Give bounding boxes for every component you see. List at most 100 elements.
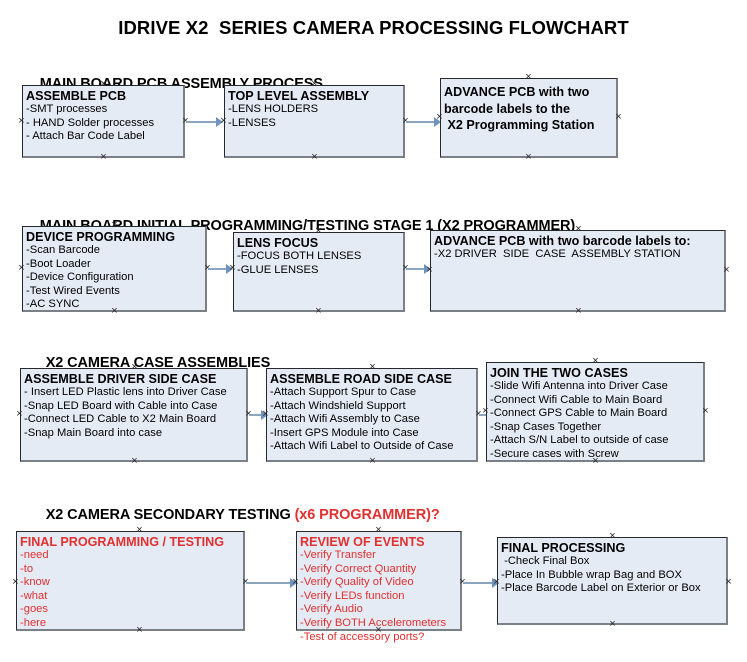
page-title: IDRIVE X2 SERIES CAMERA PROCESSING FLOWC… (118, 17, 629, 38)
box-body: ASSEMBLE DRIVER SIDE CASE - Insert LED P… (21, 369, 246, 440)
connector-arrow (246, 582, 292, 584)
box-join-the-two-cases[interactable]: JOIN THE TWO CASES -Slide Wifi Antenna i… (486, 362, 705, 462)
box-line: -Slide Wifi Antenna into Driver Case (490, 380, 668, 392)
box-line: -to (20, 562, 34, 575)
selection-handle[interactable] (368, 363, 377, 372)
section-heading-x2-camera-case-assemblies: X2 CAMERA CASE ASSEMBLIES (30, 339, 271, 387)
selection-handle[interactable] (374, 626, 383, 635)
box-body: FINAL PROGRAMMING / TESTING -need -to -k… (17, 532, 243, 631)
box-line: -Verify LEDs function (300, 589, 405, 602)
selection-handle[interactable] (591, 357, 600, 366)
selection-handle[interactable] (492, 578, 501, 587)
box-line: -Connect GPS Cable to Main Board (490, 407, 668, 420)
box-line: -Place Barcode Label on Exterior or Box (501, 582, 701, 595)
box-title: FINAL PROCESSING (501, 541, 626, 555)
selection-handle[interactable] (15, 410, 24, 419)
selection-handle[interactable] (701, 407, 710, 416)
selection-handle[interactable] (314, 227, 323, 236)
box-line: -Place In Bubble wrap Bag and BOX (501, 568, 682, 581)
box-line: -X2 DRIVER SIDE CASE ASSEMBLY STATION (434, 248, 681, 260)
box-body: ASSEMBLE ROAD SIDE CASE -Attach Support … (267, 369, 476, 454)
box-body: DEVICE PROGRAMMING -Scan Barcode -Boot L… (23, 227, 205, 312)
selection-handle[interactable] (310, 153, 319, 162)
box-title: ASSEMBLE PCB (26, 89, 127, 103)
box-assemble-pcb[interactable]: ASSEMBLE PCB -SMT processes - HAND Solde… (22, 85, 185, 158)
box-advance-pcb-to-driver-side-case-station[interactable]: ADVANCE PCB with two barcode labels to: … (430, 230, 726, 312)
box-body: REVIEW OF EVENTS -Verify Transfer -Verif… (297, 532, 460, 643)
selection-handle[interactable] (722, 266, 731, 275)
box-final-programming-testing[interactable]: FINAL PROGRAMMING / TESTING -need -to -k… (16, 531, 245, 631)
selection-handle[interactable] (614, 113, 623, 122)
selection-handle[interactable] (314, 307, 323, 316)
box-advance-pcb-to-x2-programming-station[interactable]: ADVANCE PCB with two barcode labels to t… (440, 78, 618, 158)
selection-handle[interactable] (219, 117, 228, 126)
selection-handle[interactable] (228, 264, 237, 273)
box-line: -Test Wired Events (26, 284, 120, 297)
box-assemble-road-side-case[interactable]: ASSEMBLE ROAD SIDE CASE -Attach Support … (266, 368, 478, 462)
box-body: LENS FOCUS -FOCUS BOTH LENSES -GLUE LENS… (234, 233, 403, 277)
box-top-level-assembly[interactable]: TOP LEVEL ASSEMBLY -LENS HOLDERS -LENSES (224, 85, 405, 158)
box-line: -goes (20, 603, 48, 616)
box-line: -LENS HOLDERS (228, 103, 319, 115)
selection-handle[interactable] (425, 266, 434, 275)
selection-handle[interactable] (130, 363, 139, 372)
box-title: REVIEW OF EVENTS (300, 535, 425, 549)
selection-handle[interactable] (608, 620, 617, 629)
selection-handle[interactable] (435, 113, 444, 122)
box-line: -Verify Quality of Video (300, 576, 414, 589)
selection-handle[interactable] (524, 153, 533, 162)
selection-handle[interactable] (135, 626, 144, 635)
box-line: -Connect Wifi Cable to Main Board (490, 393, 663, 406)
selection-handle[interactable] (368, 457, 377, 466)
section-heading-text: X2 CAMERA SECONDARY TESTING (45, 507, 295, 523)
box-line: -FOCUS BOTH LENSES (237, 250, 362, 262)
selection-handle[interactable] (99, 80, 108, 89)
selection-handle[interactable] (608, 532, 617, 541)
box-line: -Snap Main Board into case (24, 426, 163, 439)
box-line: -Device Configuration (26, 271, 134, 284)
box-body: ADVANCE PCB with two barcode labels to t… (441, 79, 616, 134)
selection-handle[interactable] (261, 410, 270, 419)
box-line: -Verify Audio (300, 603, 363, 616)
box-line: -Attach Windshield Support (270, 399, 406, 412)
box-assemble-driver-side-case[interactable]: ASSEMBLE DRIVER SIDE CASE - Insert LED P… (20, 368, 248, 462)
box-line: -need (20, 549, 49, 561)
selection-handle[interactable] (135, 526, 144, 535)
selection-handle[interactable] (17, 117, 26, 126)
selection-handle[interactable] (524, 73, 533, 82)
box-line: -Verify BOTH Accelerometers (300, 616, 447, 629)
box-device-programming[interactable]: DEVICE PROGRAMMING -Scan Barcode -Boot L… (22, 226, 207, 312)
connector-arrow (463, 582, 494, 584)
connector-arrow (406, 268, 426, 270)
connector-arrow (208, 268, 228, 270)
box-body: FINAL PROCESSING -Check Final Box -Place… (498, 538, 726, 596)
box-line: -Verify Transfer (300, 549, 376, 561)
box-line: -Insert GPS Module into Case (270, 426, 419, 439)
box-line: - Insert LED Plastic lens into Driver Ca… (24, 386, 227, 398)
box-body: TOP LEVEL ASSEMBLY -LENS HOLDERS -LENSES (225, 86, 403, 130)
box-line: -Verify Correct Quantity (300, 562, 417, 575)
box-lens-focus[interactable]: LENS FOCUS -FOCUS BOTH LENSES -GLUE LENS… (233, 232, 405, 312)
box-line: -SMT processes (26, 103, 108, 115)
selection-handle[interactable] (291, 578, 300, 587)
selection-handle[interactable] (574, 225, 583, 234)
box-review-of-events[interactable]: REVIEW OF EVENTS -Verify Transfer -Verif… (296, 531, 462, 643)
selection-handle[interactable] (310, 80, 319, 89)
selection-handle[interactable] (574, 307, 583, 316)
selection-handle[interactable] (130, 457, 139, 466)
selection-handle[interactable] (11, 578, 20, 587)
box-line: -Snap LED Board with Cable into Case (24, 399, 218, 412)
selection-handle[interactable] (110, 221, 119, 230)
selection-handle[interactable] (374, 526, 383, 535)
selection-handle[interactable] (99, 153, 108, 162)
box-title-line: barcode labels to the (444, 101, 570, 116)
selection-handle[interactable] (17, 264, 26, 273)
selection-handle[interactable] (481, 407, 490, 416)
box-line: -AC SYNC (26, 298, 80, 311)
selection-handle[interactable] (110, 307, 119, 316)
box-final-processing[interactable]: FINAL PROCESSING -Check Final Box -Place… (497, 537, 728, 625)
box-line: -here (20, 616, 47, 629)
selection-handle[interactable] (591, 457, 600, 466)
box-line: -Attach Wifi Assembly to Case (270, 413, 420, 426)
selection-handle[interactable] (724, 578, 733, 587)
